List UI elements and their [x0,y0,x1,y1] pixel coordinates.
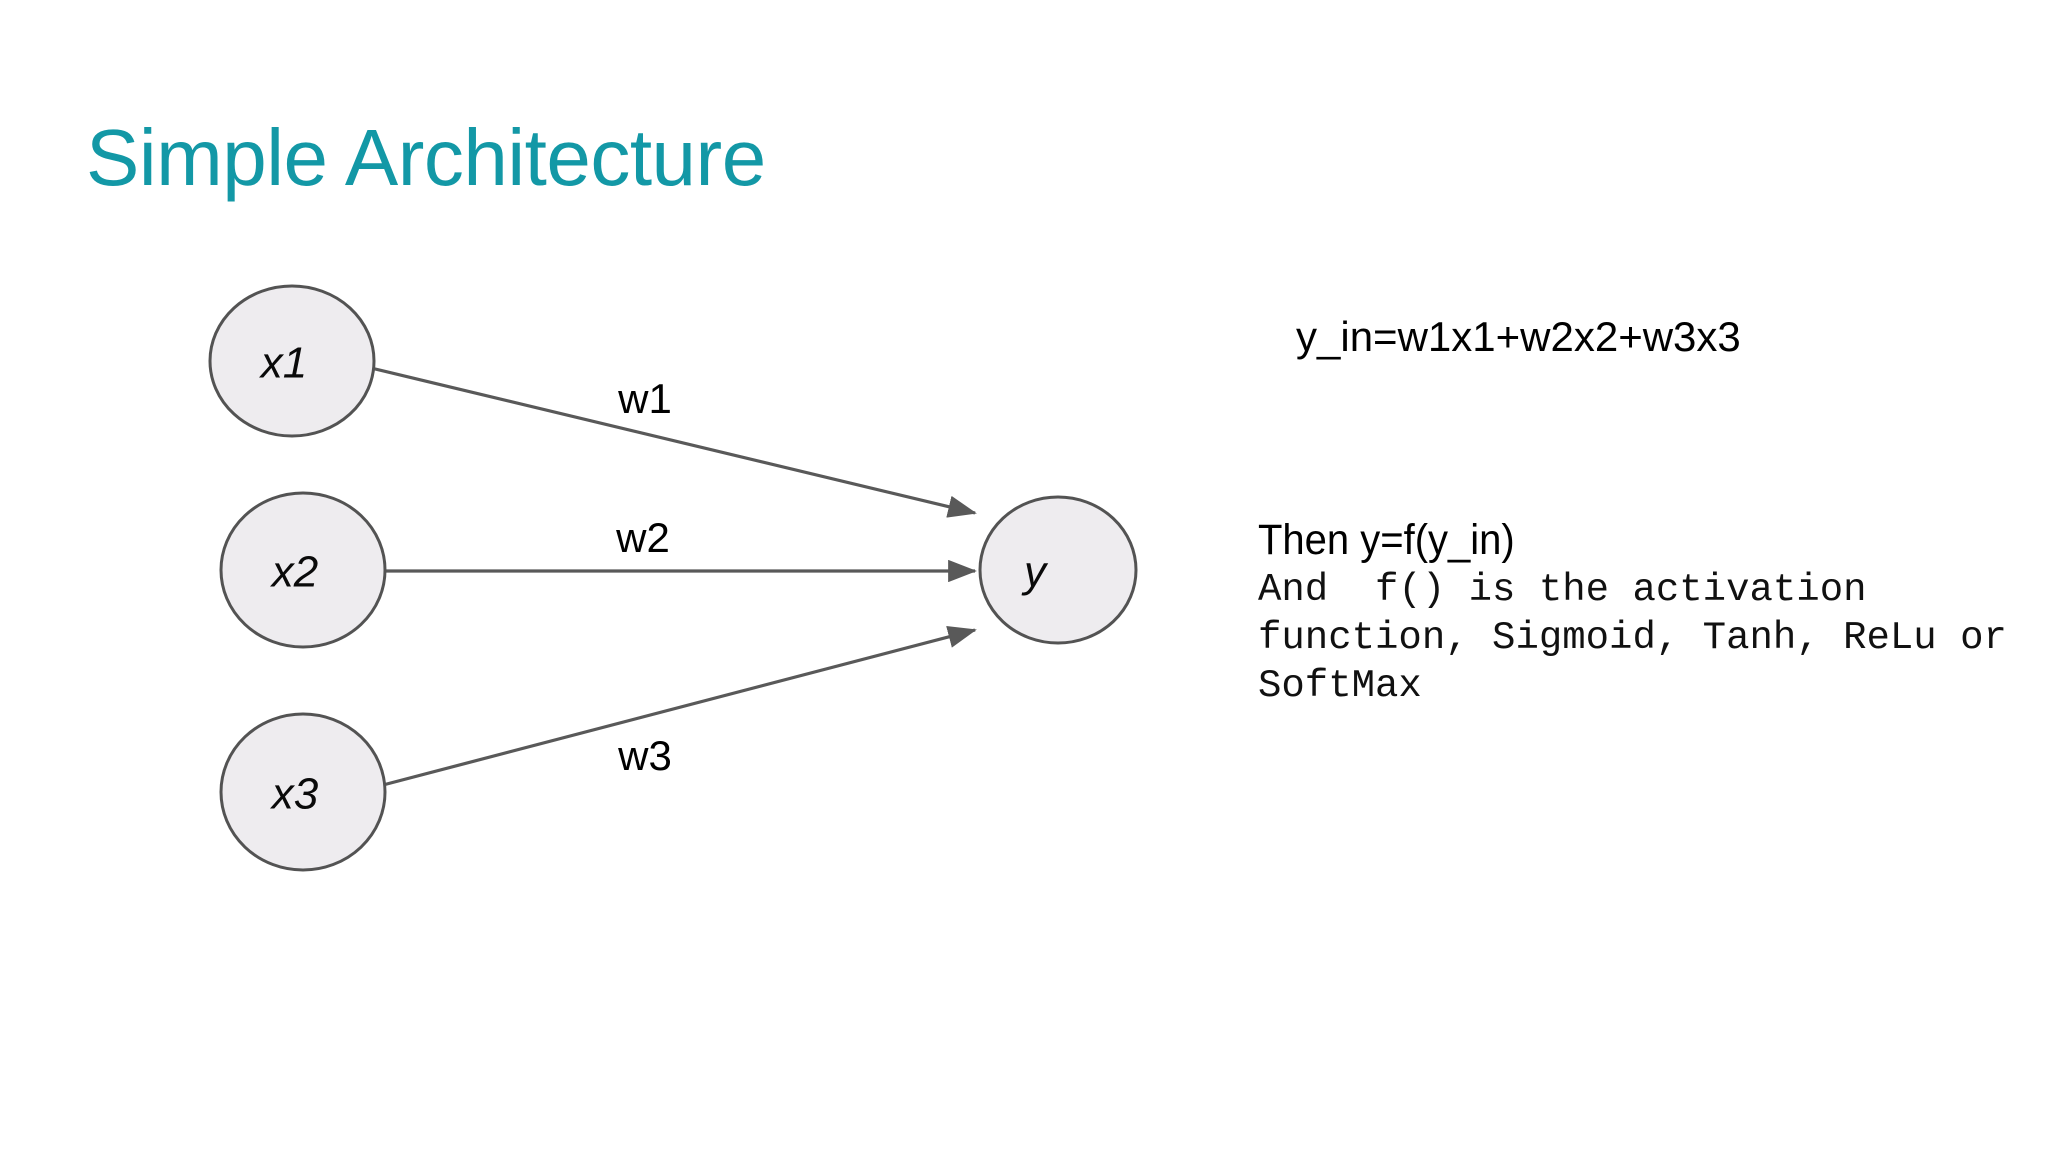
node-y-label: y [1021,548,1049,597]
node-x1-label: x1 [259,339,307,388]
edge-x1-to-y [370,366,977,518]
node-x1-shape [208,284,376,438]
activation-heading: Then y=f(y_in) [1258,516,1515,564]
node-x3[interactable]: x3 [219,712,387,872]
node-x2-shape [219,491,387,649]
edge-label-w1: w1 [617,375,672,422]
activation-note: Then y=f(y_in) And f() is the activation… [1258,516,2048,710]
activation-body: And f() is the activation function, Sigm… [1258,568,2007,708]
node-x1[interactable]: x1 [208,284,376,438]
node-x2-label: x2 [270,548,318,597]
node-x3-label: x3 [270,770,319,819]
edge-label-w2: w2 [615,514,670,561]
node-y[interactable]: y [978,495,1138,645]
node-y-shape [978,495,1138,645]
node-x3-shape [219,712,387,872]
page-title: Simple Architecture [86,113,766,202]
node-x2[interactable]: x2 [219,491,387,649]
net-input-formula: y_in=w1x1+w2x2+w3x3 [1296,313,1741,360]
edge-x3-to-y [382,625,977,787]
edge-label-w3: w3 [617,732,672,779]
